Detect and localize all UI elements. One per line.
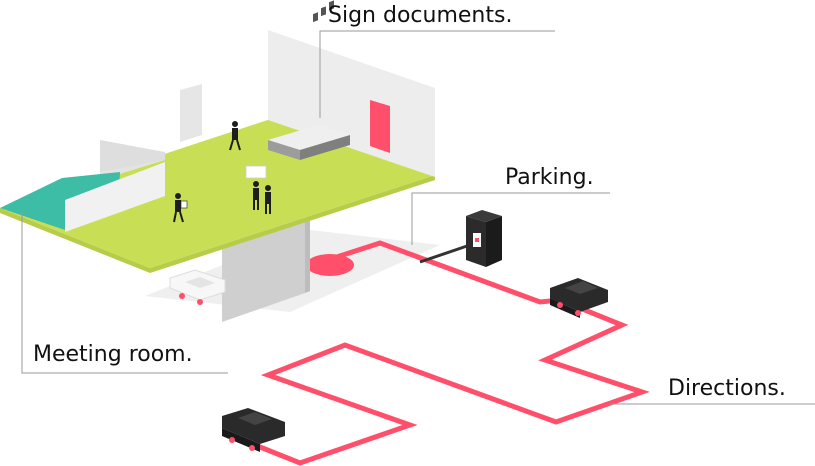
parking-leader (411, 192, 610, 245)
meeting-room-label: Meeting room. (33, 342, 193, 367)
parking-label: Parking. (505, 165, 594, 190)
people-pair (245, 165, 271, 214)
person-walking-top (229, 121, 241, 151)
reception-desk-side (300, 135, 350, 160)
reception-desk-top (268, 125, 350, 150)
building-column-side (305, 216, 310, 293)
reception-desk-front (268, 140, 300, 160)
dark-car-arriving (222, 408, 285, 452)
meeting-room-leader (21, 212, 228, 374)
parking-machine (419, 210, 502, 267)
red-door[interactable] (370, 100, 390, 153)
sign-documents-label: Sign documents. (328, 3, 513, 28)
white-car (169, 269, 226, 305)
documents (313, 0, 334, 23)
meeting-room-wall-back (100, 140, 165, 172)
back-wall-left (180, 84, 202, 142)
directions-route (254, 240, 650, 466)
meeting-room-wall-front (65, 162, 165, 232)
sign-documents-leader (319, 30, 555, 118)
directions-label: Directions. (668, 376, 786, 401)
building-column-front (222, 218, 305, 322)
dark-car-parking (550, 278, 608, 318)
parking-spot-marker (306, 254, 354, 276)
partition-wall (100, 140, 165, 180)
person-with-paper (173, 193, 188, 223)
back-wall-right (268, 30, 435, 177)
